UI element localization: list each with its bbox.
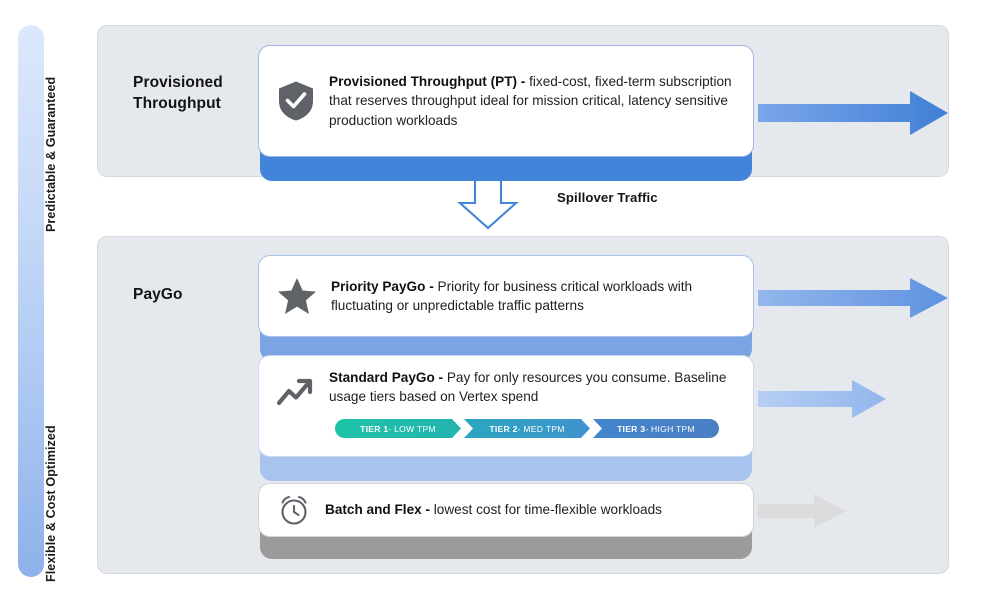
section-panel-provisioned-throughput: Provisioned Throughput Provisioned Throu… [97,25,949,181]
flow-arrow-batch-and-flex [758,494,846,528]
flow-arrow-priority-paygo [758,278,948,318]
section-panel-paygo: PayGo Priority PayGo - Priority for busi… [97,236,949,574]
card-priority-paygo[interactable]: Priority PayGo - Priority for business c… [258,255,754,337]
flow-arrow-standard-paygo [758,380,886,418]
section-label-provisioned-throughput: Provisioned Throughput [133,74,223,112]
tier-segment-2-name: TIER 2 [489,423,518,434]
alarm-clock-icon [277,493,311,527]
spectrum-gradient-bar [18,25,44,577]
card-body-standard-paygo: Pay for only resources you consume. Base… [329,370,727,405]
shield-check-icon [277,80,315,122]
card-container-batch-and-flex: Batch and Flex - lowest cost for time-fl… [258,483,754,559]
section-label-paygo: PayGo [133,286,183,303]
tier-segment-3[interactable]: TIER 3 - HIGH TPM [593,419,719,438]
star-icon [277,277,317,315]
card-text-batch-and-flex: Batch and Flex - lowest cost for time-fl… [325,500,676,519]
card-provisioned-throughput[interactable]: Provisioned Throughput (PT) - fixed-cost… [258,45,754,157]
card-text-priority-paygo: Priority PayGo - Priority for business c… [331,277,753,316]
tier-segment-1-qualifier: - LOW TPM [388,423,436,434]
card-text-standard-paygo: Standard PayGo - Pay for only resources … [329,368,753,407]
card-container-standard-paygo: Standard PayGo - Pay for only resources … [258,355,754,481]
flow-arrow-provisioned-throughput [758,91,948,135]
card-body-batch-and-flex: lowest cost for time-flexible workloads [430,502,662,518]
card-title-batch-and-flex: Batch and Flex - [325,502,430,518]
tier-segment-3-name: TIER 3 [617,423,646,434]
spectrum-label-bottom: Flexible & Cost Optimized [44,425,58,582]
card-body-priority-paygo: Priority for business critical workloads… [331,278,693,313]
tier-chevron-bar: TIER 1 - LOW TPM TIER 2 - MED TPM TIER 3… [335,419,719,438]
tier-segment-2-qualifier: - MED TPM [517,423,565,434]
card-text-provisioned-throughput: Provisioned Throughput (PT) - fixed-cost… [329,72,753,130]
tier-segment-2[interactable]: TIER 2 - MED TPM [464,419,590,438]
tier-segment-1[interactable]: TIER 1 - LOW TPM [335,419,461,438]
card-body-provisioned-throughput: fixed-cost, fixed-term subscription that… [329,74,732,128]
tier-segment-3-qualifier: - HIGH TPM [645,423,695,434]
spillover-connector-arrow [457,155,519,230]
tier-segment-1-name: TIER 1 [360,423,389,434]
card-standard-paygo[interactable]: Standard PayGo - Pay for only resources … [258,355,754,457]
spillover-traffic-label: Spillover Traffic [557,190,658,205]
card-container-provisioned-throughput: Provisioned Throughput (PT) - fixed-cost… [258,45,754,181]
card-batch-and-flex[interactable]: Batch and Flex - lowest cost for time-fl… [258,483,754,537]
card-title-standard-paygo: Standard PayGo - [329,370,444,385]
card-title-provisioned-throughput: Provisioned Throughput (PT) - [329,74,526,90]
trending-up-icon [277,376,315,410]
card-title-priority-paygo: Priority PayGo - [331,278,434,294]
card-container-priority-paygo: Priority PayGo - Priority for business c… [258,255,754,361]
spectrum-label-top: Predictable & Guaranteed [44,76,58,232]
